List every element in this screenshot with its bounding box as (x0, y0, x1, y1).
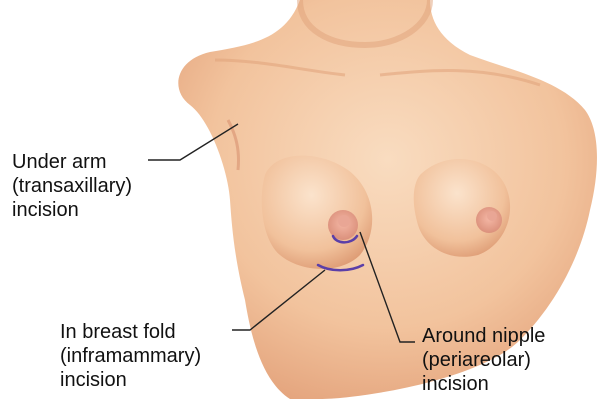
fold-label-line2: (inframammary) (60, 344, 201, 368)
nipple-label-line3: incision (422, 372, 545, 396)
fold-label-line1: In breast fold (60, 320, 201, 344)
underarm-label-line2: (transaxillary) (12, 174, 132, 198)
nipple-label-line2: (periareolar) (422, 348, 545, 372)
left-nipple (338, 215, 350, 227)
nipple-incision-label: Around nipple (periareolar) incision (422, 324, 545, 396)
right-breast (414, 159, 510, 257)
nipple-label-line1: Around nipple (422, 324, 545, 348)
right-nipple (487, 211, 497, 221)
fold-label-line3: incision (60, 368, 201, 392)
underarm-label-line3: incision (12, 198, 132, 222)
underarm-label-line1: Under arm (12, 150, 132, 174)
underarm-incision-label: Under arm (transaxillary) incision (12, 150, 132, 222)
breast-fold-incision-label: In breast fold (inframammary) incision (60, 320, 201, 392)
